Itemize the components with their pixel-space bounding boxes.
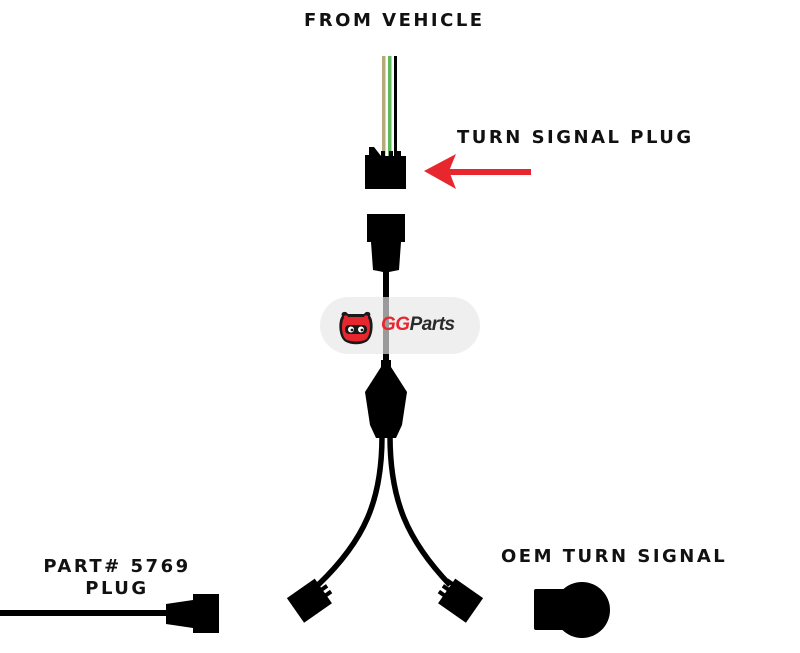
mascot-icon xyxy=(339,311,373,345)
branch-left-cable xyxy=(316,435,385,587)
brand-prefix: GG xyxy=(381,314,410,335)
wire-tan xyxy=(382,56,386,156)
branch-left-connector xyxy=(286,578,333,623)
harness-cable-overlay xyxy=(383,297,389,354)
wire-black xyxy=(394,56,397,156)
turn-signal-plug xyxy=(365,147,406,189)
from-vehicle-label: FROM VEHICLE xyxy=(304,10,485,31)
part-5769-plug xyxy=(166,594,219,633)
wire-green xyxy=(388,56,392,156)
brand-logo-text: GGParts xyxy=(381,314,455,336)
part-5769-cable xyxy=(0,610,168,616)
turn-signal-plug-label: TURN SIGNAL PLUG xyxy=(457,127,694,148)
y-splitter xyxy=(365,360,407,438)
part-5769-label-line1: PART# 5769 xyxy=(43,556,191,577)
arrow-icon xyxy=(424,154,531,189)
part-5769-label-line2: PLUG xyxy=(85,578,149,599)
vehicle-wires xyxy=(382,56,397,156)
oem-turn-signal-label: OEM TURN SIGNAL xyxy=(501,546,728,567)
oem-turn-signal xyxy=(534,582,610,638)
harness-input-plug xyxy=(367,214,405,295)
branch-right-connector xyxy=(437,578,484,623)
brand-suffix: Parts xyxy=(409,314,456,335)
branch-right-cable xyxy=(387,435,452,587)
part-5769-label: PART# 5769 PLUG xyxy=(42,556,192,600)
